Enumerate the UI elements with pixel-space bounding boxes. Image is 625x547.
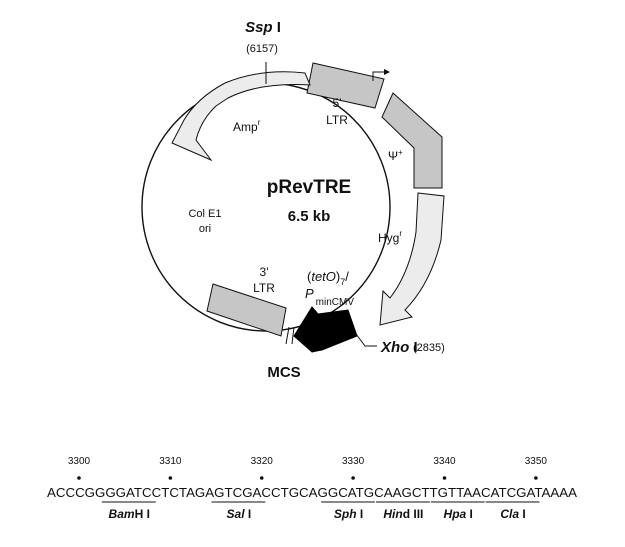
ltr5-label-line1: 5'	[333, 96, 342, 110]
sequence-position-dot	[534, 476, 538, 480]
transcription-arrowhead-icon	[384, 69, 390, 75]
ltr5-label-line2: LTR	[326, 113, 348, 127]
ltr3-label-line1: 3'	[260, 265, 269, 279]
ssp-site-label: Ssp I	[245, 19, 281, 36]
pmincmv-label: PminCMV	[305, 286, 354, 308]
teto-label: (tetO)7/	[307, 269, 349, 287]
sequence-position-label: 3330	[342, 456, 365, 467]
xho-site-label: Xho I	[380, 339, 418, 356]
pmincmv-promoter-arrow	[293, 306, 358, 353]
amp-resistance-arrow	[171, 71, 311, 162]
sequence-position-labels: 3300 3310 3320 3330 3340 3350	[68, 456, 548, 467]
sequence-position-label: 3350	[525, 456, 548, 467]
enzyme-site-label: Sal I	[227, 507, 252, 521]
ltr5-feature	[306, 62, 385, 109]
enzyme-site-label: BamH I	[109, 507, 150, 521]
sequence-position-dot	[77, 476, 81, 480]
transcription-start-arrow	[372, 71, 384, 81]
enzyme-site-label: Hind III	[383, 507, 423, 521]
psi-label: Ψ+	[388, 148, 403, 163]
sequence-position-dot	[259, 476, 264, 480]
enzyme-site-label: Hpa I	[444, 507, 473, 521]
sequence-position-dot	[351, 476, 355, 480]
mcs-sequence-section: 3300 3310 3320 3330 3340 3350 ACCCGGGGATCCTCT…	[47, 456, 578, 521]
colori-label-line1: Col E1	[188, 208, 221, 220]
mcs-tick-right	[291, 326, 295, 345]
mcs-label: MCS	[267, 364, 300, 381]
sequence-position-dot	[168, 476, 173, 480]
ltr3-label-line2: LTR	[253, 281, 275, 295]
xho-site-position: (2835)	[413, 342, 445, 354]
hyg-resistance-arrow	[379, 192, 445, 326]
psi-feature	[381, 92, 443, 189]
mcs-tick-left	[285, 326, 290, 345]
sequence-position-label: 3340	[433, 456, 456, 467]
sequence-position-label: 3320	[251, 456, 274, 467]
sequence-position-label: 3310	[159, 456, 182, 467]
enzyme-site-label: Sph I	[334, 507, 363, 521]
sequence-position-label: 3300	[68, 456, 91, 467]
hyg-label: Hygr	[378, 229, 402, 245]
mcs-sequence: ACCCGGGGATCCTCTAGAGTCGACCTGCAGGCATGCAAGC…	[47, 486, 578, 500]
enzyme-site-labels: BamH I Sal I Sph I Hind III Hpa I Cla I	[109, 507, 526, 521]
plasmid-name: pRevTRE	[267, 177, 351, 198]
colori-label-line2: ori	[199, 223, 211, 235]
sequence-position-dot	[442, 476, 447, 480]
enzyme-site-label: Cla I	[500, 507, 525, 521]
ltr3-feature	[206, 283, 287, 337]
ssp-site-position: (6157)	[246, 43, 278, 55]
amp-label: Ampr	[233, 118, 261, 134]
xho-site-leader	[355, 333, 377, 347]
sequence-position-dots	[77, 476, 538, 480]
plasmid-size: 6.5 kb	[288, 208, 331, 225]
